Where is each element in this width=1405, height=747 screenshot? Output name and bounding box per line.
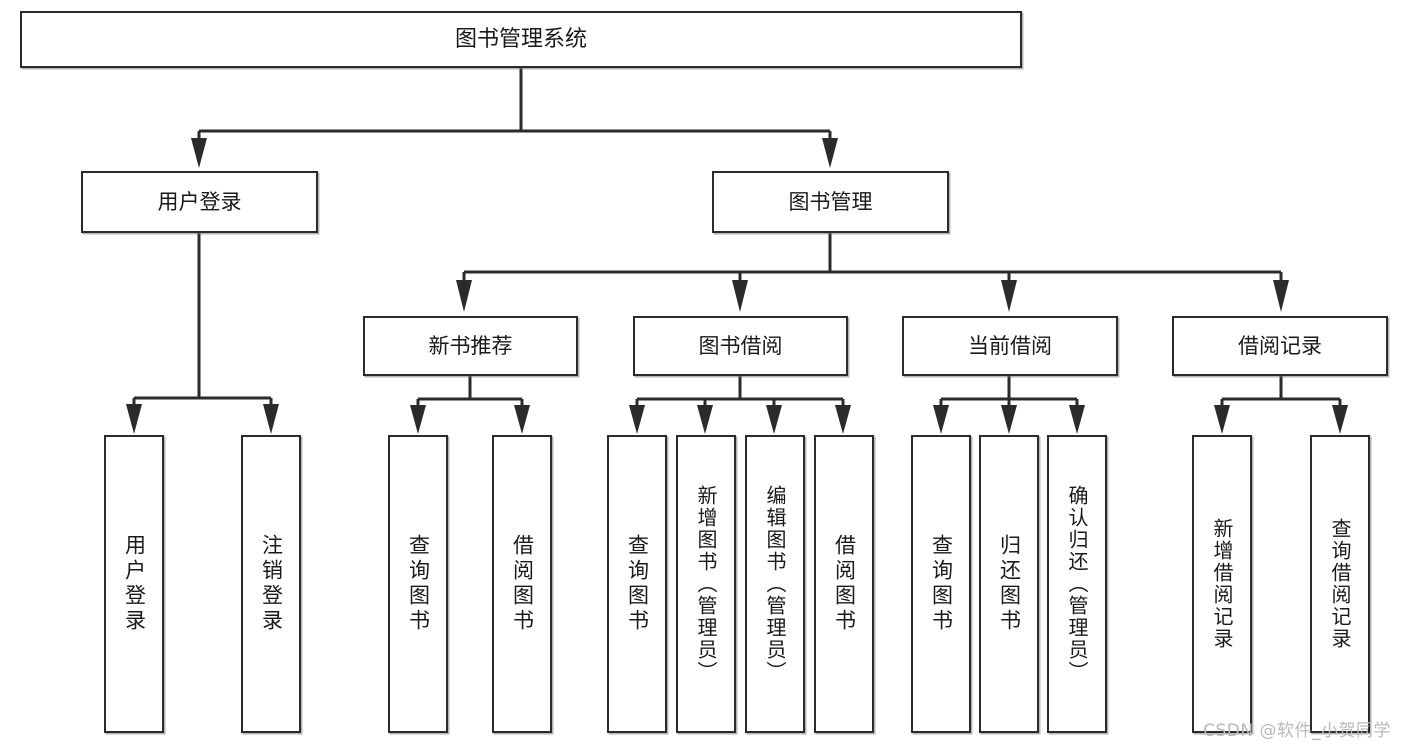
node-current-borrow[interactable]: 当前借阅 [902,316,1118,376]
leaf-book-borrow-query-book-label: 查询图书 [625,534,650,634]
leaf-current-borrow-confirm-return-admin-label: 确认归还（管理员） [1065,485,1089,683]
leaf-user-login-logout-label: 注销登录 [259,534,284,634]
leaf-book-borrow-borrow-book[interactable]: 借阅图书 [814,435,874,733]
leaf-current-borrow-return-book[interactable]: 归还图书 [979,435,1039,733]
leaf-new-book-query-book-label: 查询图书 [406,534,431,634]
leaf-current-borrow-confirm-return-admin[interactable]: 确认归还（管理员） [1047,435,1107,733]
node-user-login-label: 用户登录 [157,189,242,214]
node-root-book-management-system[interactable]: 图书管理系统 [20,11,1022,68]
node-book-management-label: 图书管理 [788,189,873,214]
leaf-new-book-borrow-book-label: 借阅图书 [510,534,535,634]
arrowheads [126,138,1348,434]
node-user-login[interactable]: 用户登录 [81,171,318,233]
node-book-borrow-label: 图书借阅 [698,333,783,358]
leaf-borrow-record-query-record-label: 查询借阅记录 [1328,518,1352,650]
leaf-new-book-borrow-book[interactable]: 借阅图书 [492,435,552,733]
leaf-user-login-login[interactable]: 用户登录 [104,435,164,733]
node-book-borrow[interactable]: 图书借阅 [633,316,848,376]
leaf-current-borrow-query-book-label: 查询图书 [929,534,954,634]
leaf-book-borrow-borrow-book-label: 借阅图书 [832,534,857,634]
node-book-management[interactable]: 图书管理 [712,171,949,233]
node-borrow-record-label: 借阅记录 [1238,333,1322,358]
node-borrow-record[interactable]: 借阅记录 [1172,316,1388,376]
leaf-user-login-logout[interactable]: 注销登录 [241,435,301,733]
node-new-book-recommend[interactable]: 新书推荐 [363,316,578,376]
node-new-book-recommend-label: 新书推荐 [428,333,513,358]
leaf-book-borrow-query-book[interactable]: 查询图书 [607,435,667,733]
leaf-current-borrow-query-book[interactable]: 查询图书 [911,435,971,733]
leaf-book-borrow-add-book-admin-label: 新增图书（管理员） [694,485,718,683]
leaf-borrow-record-add-record[interactable]: 新增借阅记录 [1192,435,1252,733]
leaf-new-book-query-book[interactable]: 查询图书 [388,435,448,733]
leaf-current-borrow-return-book-label: 归还图书 [997,534,1022,634]
node-root-label: 图书管理系统 [454,26,587,52]
leaf-borrow-record-query-record[interactable]: 查询借阅记录 [1310,435,1370,733]
node-current-borrow-label: 当前借阅 [968,333,1052,358]
leaf-user-login-login-label: 用户登录 [122,534,147,634]
leaf-book-borrow-edit-book-admin-label: 编辑图书（管理员） [763,485,787,683]
leaf-borrow-record-add-record-label: 新增借阅记录 [1210,518,1234,650]
leaf-book-borrow-edit-book-admin[interactable]: 编辑图书（管理员） [745,435,805,733]
leaf-book-borrow-add-book-admin[interactable]: 新增图书（管理员） [676,435,736,733]
